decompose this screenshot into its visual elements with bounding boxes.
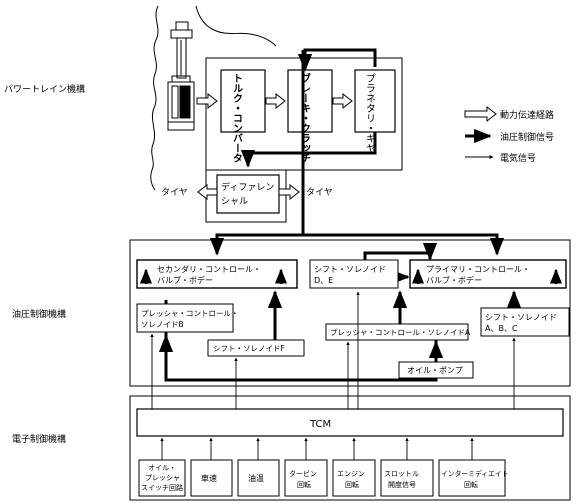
pressure-solenoid-a-block: プレッシャ・コントロール・ソレノイドA (325, 323, 471, 341)
legend-electric-label: 電気信号 (500, 152, 536, 164)
input-throttle-line2: 開度信号 (388, 480, 416, 489)
input-oil-temp: 油温 (237, 459, 280, 497)
input-oil-pressure-line2: プレッシャ (145, 474, 180, 482)
shift-solenoid-abc-line2: A、B、C (485, 324, 518, 333)
input-oil-temp-label: 油温 (248, 473, 264, 483)
primary-valve-body-block: プライマリ・コントロール・ バルブ・ボデー (409, 259, 567, 289)
shift-solenoid-abc-line1: シフト・ソレノイド (485, 313, 557, 322)
oil-pump-label: オイル・ポンプ (407, 366, 463, 375)
input-vehicle-speed-label: 車速 (201, 473, 217, 483)
input-vehicle-speed: 車速 (190, 459, 233, 497)
input-throttle-line1: スロットル (384, 470, 419, 478)
input-turbine-line2: 回転 (297, 481, 311, 489)
primary-valve-label-line1: プライマリ・コントロール・ (426, 265, 530, 274)
brake-clutch-block: ブレーキ・クラッチ (287, 69, 333, 163)
electric-output-lines (150, 291, 516, 409)
legend-power-arrow (464, 105, 497, 123)
shift-solenoid-de-line2: D、E (314, 276, 333, 285)
planetary-to-differential-link (240, 132, 377, 168)
input-oil-pressure-line1: オイル・ (148, 464, 176, 472)
shift-solenoid-abc-block: シフト・ソレノイド A、B、C (480, 307, 570, 337)
power-flow-arrows (196, 92, 353, 110)
shift-solenoid-f-label: シフト・ソレノイドF (213, 344, 285, 353)
input-engine-rpm: エンジン 回転 (332, 459, 376, 497)
input-oil-pressure-line3: スイッチ回路 (141, 483, 183, 492)
torque-converter-label: トルク・コンバータ (231, 73, 243, 163)
primary-valve-label-line2: バルブ・ボデー (426, 275, 482, 285)
differential-label-line2: シャル (221, 197, 248, 207)
input-intermediate-line1: インターミディエイト (441, 469, 509, 478)
pressure-solenoid-b-line2: ソレノイドB (141, 320, 184, 329)
tire-left-label: タイヤ (161, 187, 188, 198)
differential-block: ディファレン シャル (216, 174, 280, 214)
secondary-valve-body-block: セカンダリ・コントロール・ バルブ・ボデー (136, 259, 298, 289)
shift-solenoid-de-line1: シフト・ソレノイド (314, 265, 386, 274)
input-turbine-line1: タービン (289, 469, 317, 478)
pressure-solenoid-b-block: プレッシャ・コントロール・ ソレノイドB (136, 303, 239, 333)
shift-solenoid-de-block: シフト・ソレノイド D、E (309, 259, 399, 289)
secondary-valve-label-line1: セカンダリ・コントロール・ (157, 264, 261, 274)
section-label-powertrain: パワートレイン機構 (4, 83, 85, 95)
planetary-gear-label: プラネタリ・ギヤ (364, 73, 376, 153)
tire-right-label: タイヤ (306, 187, 333, 198)
input-throttle: スロットル 開度信号 (380, 459, 434, 497)
tire-left-arrow (197, 183, 218, 201)
section-label-hydraulic: 油圧制御機構 (12, 308, 66, 320)
engine-illustration (150, 5, 277, 191)
input-intermediate-rpm: インターミディエイト 回転 (438, 459, 509, 497)
input-turbine-rpm: タービン 回転 (284, 459, 328, 497)
input-intermediate-line2: 回転 (464, 481, 478, 489)
tcm-inputs: オイル・ プレッシャ スイッチ回路 車速 油温 タービン 回転 エンジン 回転 … (138, 459, 509, 497)
hydraulic-section-frame (129, 239, 571, 387)
electric-input-lines (160, 437, 474, 460)
secondary-valve-label-line2: バルブ・ボデー (157, 275, 213, 285)
torque-converter-block: トルク・コンバータ (220, 69, 266, 163)
section-label-electronic: 電子制御機構 (12, 433, 66, 445)
planetary-gear-block: プラネタリ・ギヤ (354, 69, 396, 153)
legend: 動力伝達経路 油圧制御信号 電気信号 (464, 105, 554, 164)
tcm-label: TCM (309, 419, 331, 430)
legend-power-label: 動力伝達経路 (500, 109, 554, 121)
pressure-solenoid-a-label: プレッシャ・コントロール・ソレノイドA (330, 328, 471, 337)
oil-pump-block: オイル・ポンプ (398, 361, 474, 379)
input-engine-line2: 回転 (345, 481, 359, 489)
input-engine-line1: エンジン (337, 470, 365, 478)
tire-right-arrow (278, 183, 300, 201)
differential-label-line1: ディファレン (221, 181, 274, 193)
pressure-solenoid-b-line1: プレッシャ・コントロール・ (141, 309, 239, 318)
tcm-block: TCM (136, 408, 564, 437)
input-oil-pressure-switch: オイル・ プレッシャ スイッチ回路 (138, 459, 186, 497)
legend-hydraulic-label: 油圧制御信号 (500, 131, 554, 143)
shift-solenoid-f-block: シフト・ソレノイドF (207, 339, 305, 357)
electronic-section-frame (129, 395, 571, 501)
